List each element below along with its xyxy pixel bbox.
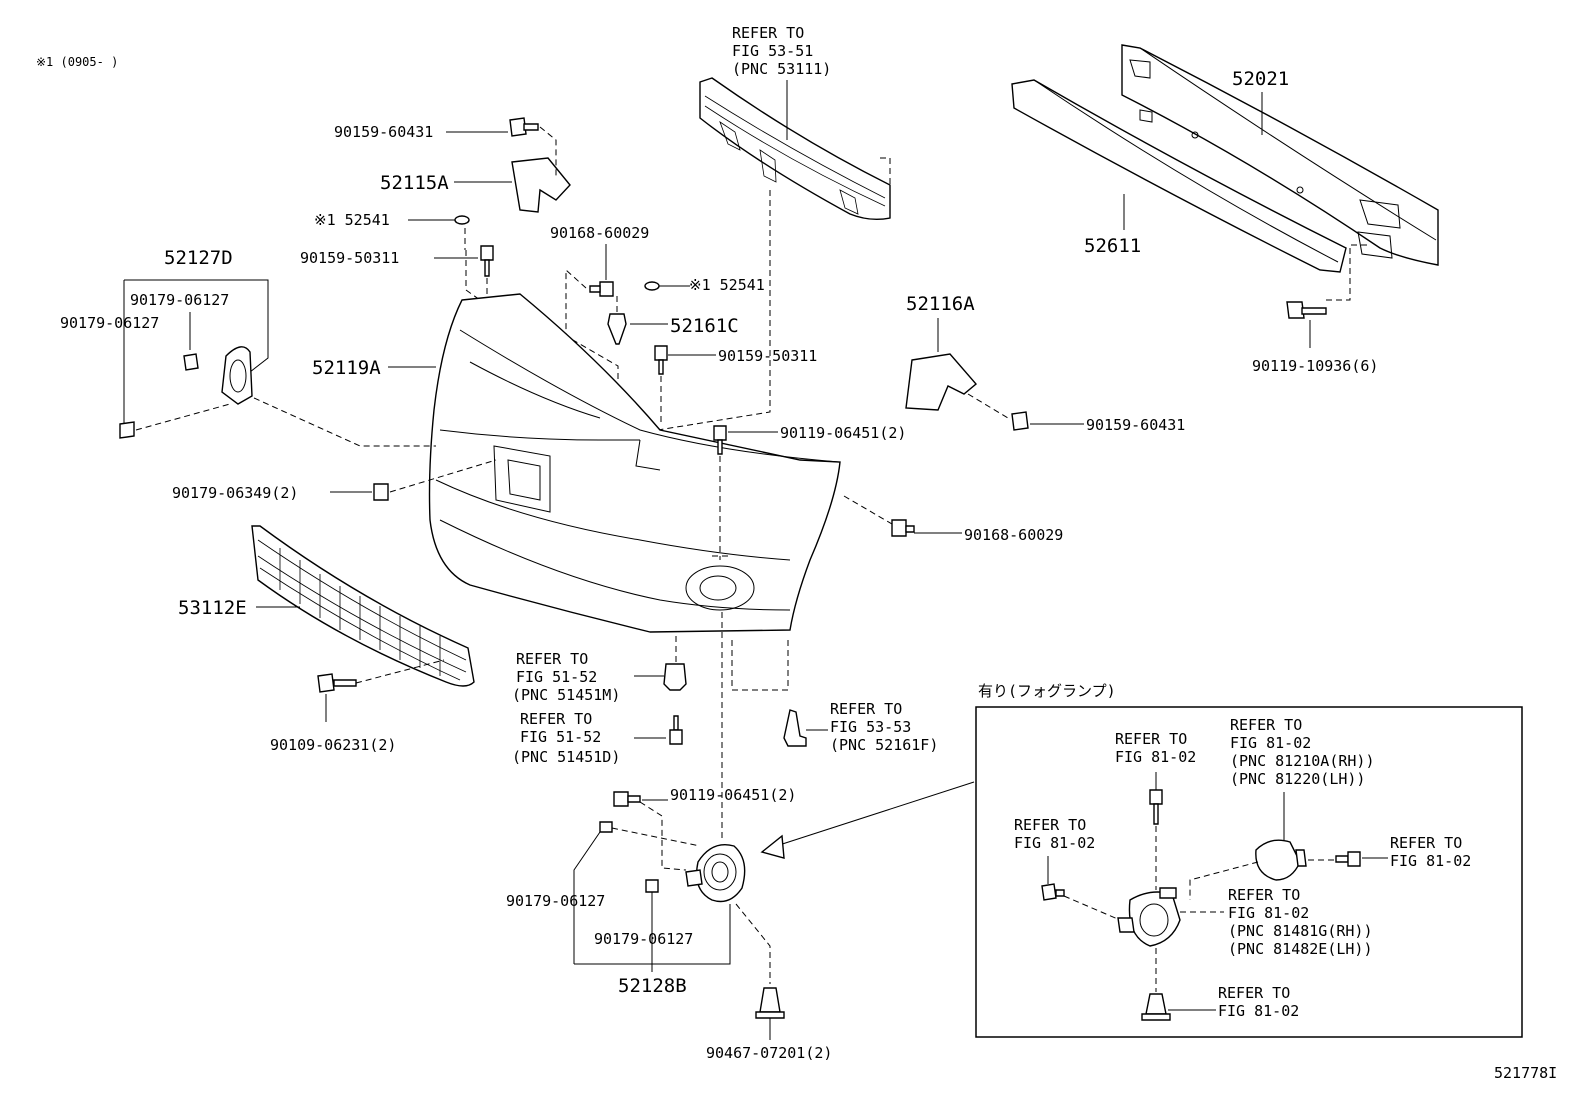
illustration-id: 521778I xyxy=(1494,1064,1557,1082)
inset-box xyxy=(975,706,1523,1038)
arrowhead xyxy=(760,834,785,859)
bolt-90159-60431-right xyxy=(1011,411,1029,431)
label-52021: 52021 xyxy=(1232,68,1289,90)
inset-ref-bracket-line4: (PNC 81482E(LH)) xyxy=(1228,940,1373,958)
inset-ref-lamp-line4: (PNC 81220(LH)) xyxy=(1230,770,1365,788)
screw-51451D xyxy=(669,715,683,745)
label-90119-06451-a: 90119-06451(2) xyxy=(780,424,906,442)
ref-51-52-d-line3: (PNC 51451D) xyxy=(512,748,620,766)
screw-90119-06451-upper xyxy=(713,425,727,455)
inset-ref-top-line1: REFER TO xyxy=(1115,730,1187,748)
bumper-reinforcement-52021 xyxy=(1121,44,1439,266)
label-52127D: 52127D xyxy=(164,247,233,269)
ref-51-52-m-line2: FIG 51-52 xyxy=(516,668,597,686)
label-90159-60431-b: 90159-60431 xyxy=(1086,416,1185,434)
bolt-90119-10936 xyxy=(1286,301,1327,319)
label-90159-50311-b: 90159-50311 xyxy=(718,347,817,365)
ref-53-51-line3: (PNC 53111) xyxy=(732,60,831,78)
screw-90159-50311-lower xyxy=(654,345,668,375)
label-x1-52541-a: ※1 52541 xyxy=(314,211,390,229)
inset-clip-bottom xyxy=(1141,993,1171,1021)
label-90109-06231: 90109-06231(2) xyxy=(270,736,396,754)
inset-ref-bracket-line2: FIG 81-02 xyxy=(1228,904,1309,922)
upper-grille xyxy=(699,77,891,221)
nut-90168-60029-right xyxy=(891,519,915,537)
label-52161C: 52161C xyxy=(670,315,739,337)
inset-screw-right xyxy=(1335,851,1361,867)
label-90168-60029-a: 90168-60029 xyxy=(550,224,649,242)
label-90179-06349: 90179-06349(2) xyxy=(172,484,298,502)
ref-53-53-line3: (PNC 52161F) xyxy=(830,736,938,754)
ref-51-52-d-line1: REFER TO xyxy=(520,710,592,728)
ref-51-52-d-line2: FIG 51-52 xyxy=(520,728,601,746)
clip-90179-06127-c xyxy=(599,821,613,833)
inset-title: 有り(フォグランプ) xyxy=(978,682,1116,700)
screw-90159-50311-upper xyxy=(480,245,494,277)
ref-51-52-m-line3: (PNC 51451M) xyxy=(512,686,620,704)
label-90119-10936: 90119-10936(6) xyxy=(1252,357,1378,375)
bracket-52116A xyxy=(905,353,977,411)
label-52119A: 52119A xyxy=(312,357,381,379)
inset-fog-bracket xyxy=(1117,887,1181,947)
inset-pointer-arrow xyxy=(769,781,975,849)
label-90179-06127-a: 90179-06127 xyxy=(130,291,229,309)
ref-53-53-line2: FIG 53-53 xyxy=(830,718,911,736)
inset-ref-top-line2: FIG 81-02 xyxy=(1115,748,1196,766)
label-90179-06127-d: 90179-06127 xyxy=(594,930,693,948)
inset-fog-lamp xyxy=(1255,839,1307,881)
label-52611: 52611 xyxy=(1084,235,1141,257)
label-90119-06451-b: 90119-06451(2) xyxy=(670,786,796,804)
inset-ref-lamp-line3: (PNC 81210A(RH)) xyxy=(1230,752,1375,770)
label-52116A: 52116A xyxy=(906,293,975,315)
inset-ref-right-line2: FIG 81-02 xyxy=(1390,852,1471,870)
bumper-cover-52119A xyxy=(428,293,841,633)
label-x1-52541-b: ※1 52541 xyxy=(689,276,765,294)
clip-90179-06127-d xyxy=(645,879,659,893)
inset-ref-lamp-line1: REFER TO xyxy=(1230,716,1302,734)
clip-51451M xyxy=(663,663,687,691)
clip-90467-07201 xyxy=(755,987,785,1019)
inset-ref-left-line2: FIG 81-02 xyxy=(1014,834,1095,852)
ref-53-51-line1: REFER TO xyxy=(732,24,804,42)
label-52115A: 52115A xyxy=(380,172,449,194)
nut-90168-60029-upper xyxy=(589,281,614,297)
label-90467-07201: 90467-07201(2) xyxy=(706,1044,832,1062)
ref-53-51-line2: FIG 53-51 xyxy=(732,42,813,60)
clip-52541-b xyxy=(644,281,660,291)
clip-52541-a xyxy=(454,215,470,225)
inset-ref-bracket-line3: (PNC 81481G(RH)) xyxy=(1228,922,1373,940)
inset-ref-left-line1: REFER TO xyxy=(1014,816,1086,834)
clip-90179-06349 xyxy=(373,483,389,501)
label-53112E: 53112E xyxy=(178,597,247,619)
bracket-52115A xyxy=(511,157,571,213)
inset-ref-right-line1: REFER TO xyxy=(1390,834,1462,852)
side-bracket-52127D xyxy=(119,346,253,439)
clip-52161C xyxy=(607,313,627,345)
label-90179-06127-b: 90179-06127 xyxy=(60,314,159,332)
clip-52161F xyxy=(783,709,807,747)
bolt-90159-60431-upper xyxy=(509,117,539,137)
bolt-90109-06231 xyxy=(317,673,357,693)
inset-ref-lamp-line2: FIG 81-02 xyxy=(1230,734,1311,752)
inset-screw-top xyxy=(1149,789,1163,825)
screw-90119-06451-lower xyxy=(613,791,641,807)
label-90168-60029-b: 90168-60029 xyxy=(964,526,1063,544)
label-52128B: 52128B xyxy=(618,975,687,997)
ref-51-52-m-line1: REFER TO xyxy=(516,650,588,668)
inset-ref-bottom-line1: REFER TO xyxy=(1218,984,1290,1002)
label-90179-06127-c: 90179-06127 xyxy=(506,892,605,910)
label-90159-50311-a: 90159-50311 xyxy=(300,249,399,267)
bumper-absorber-52611 xyxy=(1011,79,1347,273)
ref-53-53-line1: REFER TO xyxy=(830,700,902,718)
inset-ref-bottom-line2: FIG 81-02 xyxy=(1218,1002,1299,1020)
label-90159-60431-a: 90159-60431 xyxy=(334,123,433,141)
date-note: ※1 (0905- ) xyxy=(36,55,118,69)
fog-bracket-52128B xyxy=(685,844,746,903)
inset-ref-bracket-line1: REFER TO xyxy=(1228,886,1300,904)
lower-grille-53112E xyxy=(251,525,475,687)
inset-bolt-left xyxy=(1041,883,1065,901)
